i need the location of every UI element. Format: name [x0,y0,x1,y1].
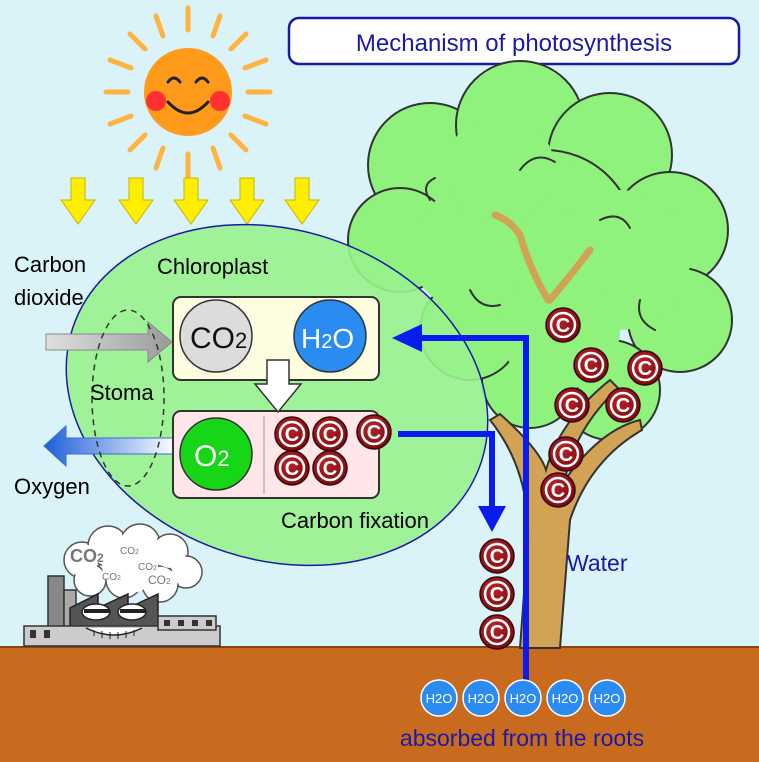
carbon-atom-label: C [367,422,381,444]
conversion-arrow [253,359,303,414]
carbon-atom: C [479,614,515,650]
root-water-molecule: H2O [420,679,458,717]
root-water-label: H2O [510,691,537,706]
carbon-atom-label: C [490,584,504,606]
carbon-atom: C [479,538,515,574]
carbon-atom-label: C [638,358,652,380]
carbon-flow-arrow [398,431,506,532]
svg-text:CO2: CO2 [148,573,171,587]
carbon-atom-label: C [551,480,565,502]
svg-text:H2O: H2O [301,323,354,354]
carbon-atom: C [573,347,609,383]
carbon-atom-label: C [323,458,337,480]
water-flow-arrow [392,324,529,680]
root-water-label: H2O [468,691,495,706]
carbon-atom-label: C [323,424,337,446]
carbon-atom: C [540,472,576,508]
root-water-molecules: H2O H2O H2O H2O H2O [420,679,626,717]
water-label: Water [567,550,628,576]
ground [0,646,759,762]
root-water-label: H2O [594,691,621,706]
oxygen-output-arrow [43,424,177,468]
root-water-label: H2O [552,691,579,706]
absorbed-label: absorbed from the roots [400,725,644,751]
carbon-atom: C [479,576,515,612]
root-water-molecule: H2O [462,679,500,717]
factory-icon: CO2 CO2 CO2 CO2 CO2 [23,523,221,647]
carbon-atom: C [356,414,392,450]
carbon-atom: C [605,387,641,423]
carbon-atom-label: C [285,424,299,446]
sun-icon [103,5,273,179]
carbon-atom: C [274,416,310,452]
chloroplast-label: Chloroplast [157,254,268,279]
carbon-atom: C [274,450,310,486]
sunlight-arrows [60,177,320,225]
svg-text:CO2: CO2 [70,546,104,566]
root-water-molecule: H2O [588,679,626,717]
svg-text:CO2: CO2 [120,546,139,557]
carbon-atom-label: C [285,458,299,480]
carbon-atom-label: C [584,355,598,377]
svg-text:CO2: CO2 [102,572,121,583]
carbon-atom-label: C [556,315,570,337]
carbon-dioxide-label-line2: dioxide [14,285,84,310]
title-box: Mechanism of photosynthesis [287,16,741,66]
carbon-atom-label: C [559,444,573,466]
co2-molecule: CO2 [179,299,253,373]
svg-text:CO2: CO2 [190,322,247,355]
carbon-atom-label: C [616,395,630,417]
carbon-atom-label: C [565,395,579,417]
carbon-atom: C [548,436,584,472]
o2-molecule: O2 [179,417,253,491]
carbon-fixation-label: Carbon fixation [281,508,429,533]
root-water-molecule: H2O [546,679,584,717]
carbon-atom-label: C [490,622,504,644]
carbon-atom: C [545,307,581,343]
oxygen-label: Oxygen [14,474,90,499]
co2-input-arrow [45,320,173,364]
h2o-molecule: H2O [293,299,367,373]
root-water-molecule: H2O [504,679,542,717]
carbon-atom: C [554,387,590,423]
carbon-atom: C [627,350,663,386]
carbon-atom: C [312,416,348,452]
root-water-label: H2O [426,691,453,706]
carbon-atom-label: C [490,546,504,568]
carbon-atom: C [312,450,348,486]
stoma-label: Stoma [90,380,154,405]
svg-text:O2: O2 [194,440,230,473]
page-title: Mechanism of photosynthesis [356,30,672,57]
carbon-dioxide-label-line1: Carbon [14,252,86,277]
stoma-outline [91,309,165,487]
svg-text:CO2: CO2 [138,562,157,573]
tree [347,60,733,649]
